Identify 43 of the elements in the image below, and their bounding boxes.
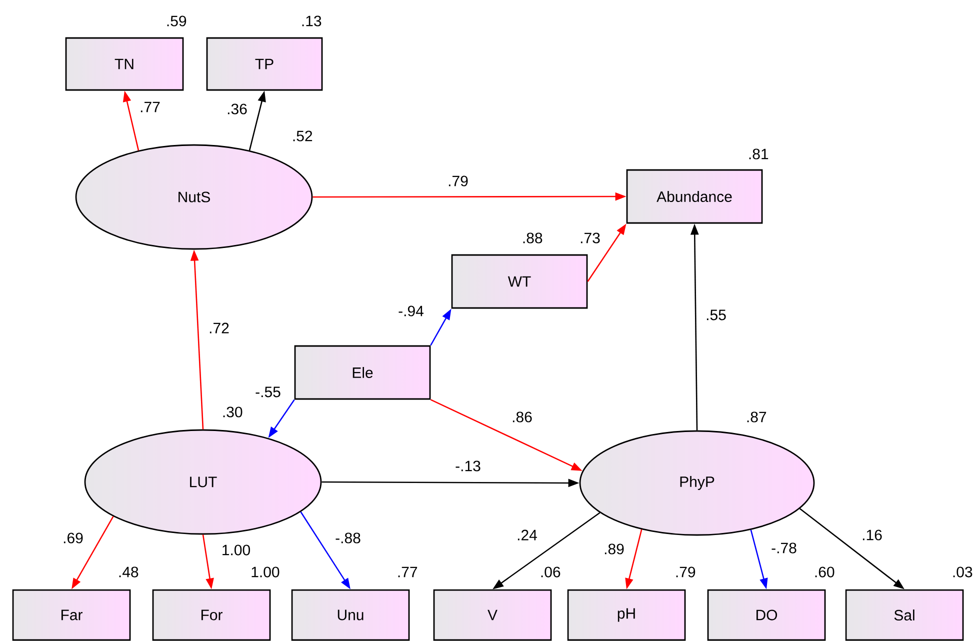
edge-label: .16 xyxy=(860,528,884,542)
variable-box: TP xyxy=(206,37,323,91)
variance-label: .48 xyxy=(119,566,138,578)
edge-label: .86 xyxy=(510,410,534,424)
edge-label: -.88 xyxy=(334,532,362,544)
variable-box: pH xyxy=(567,589,686,641)
variable-box: WT xyxy=(451,254,588,309)
variance-label: .52 xyxy=(293,130,312,142)
edge-label: .69 xyxy=(62,532,84,544)
variance-label: .81 xyxy=(749,148,768,160)
variable-box: Sal xyxy=(845,589,964,641)
variance-label: .59 xyxy=(167,16,186,26)
edge-label: .73 xyxy=(578,232,602,244)
edge-label: .24 xyxy=(516,528,538,542)
edge-label: .72 xyxy=(208,322,230,334)
variable-box: TN xyxy=(65,37,184,91)
edge-label: .77 xyxy=(138,100,162,114)
edge-label: 1.00 xyxy=(220,544,252,556)
variance-label: .30 xyxy=(223,406,242,418)
variable-box: For xyxy=(152,589,271,641)
variable-box: Unu xyxy=(291,589,410,641)
variance-label: .79 xyxy=(676,566,696,578)
variance-label: .88 xyxy=(523,232,542,244)
edge-label: -.94 xyxy=(397,304,425,318)
edge-label: -.78 xyxy=(770,542,798,554)
variable-box: V xyxy=(433,589,552,641)
variable-box: Ele xyxy=(294,345,431,400)
variance-label: 1.00 xyxy=(252,566,280,578)
variance-label: .60 xyxy=(815,566,834,578)
edge-label: .89 xyxy=(602,542,626,556)
edge-label: -.55 xyxy=(254,386,282,398)
edge-label: -.13 xyxy=(454,460,482,472)
variance-label: .13 xyxy=(302,16,322,26)
edge-label: .55 xyxy=(704,308,728,322)
variance-label: .06 xyxy=(541,566,560,578)
variance-label: .03 xyxy=(953,566,972,578)
variable-box: DO xyxy=(707,589,826,641)
variance-label: .77 xyxy=(398,566,418,578)
variable-box: Far xyxy=(12,589,131,641)
variance-label: .87 xyxy=(747,412,766,422)
edge-label: .36 xyxy=(226,102,248,116)
edge-label: .79 xyxy=(446,174,470,188)
variable-box: Abundance xyxy=(626,169,763,224)
